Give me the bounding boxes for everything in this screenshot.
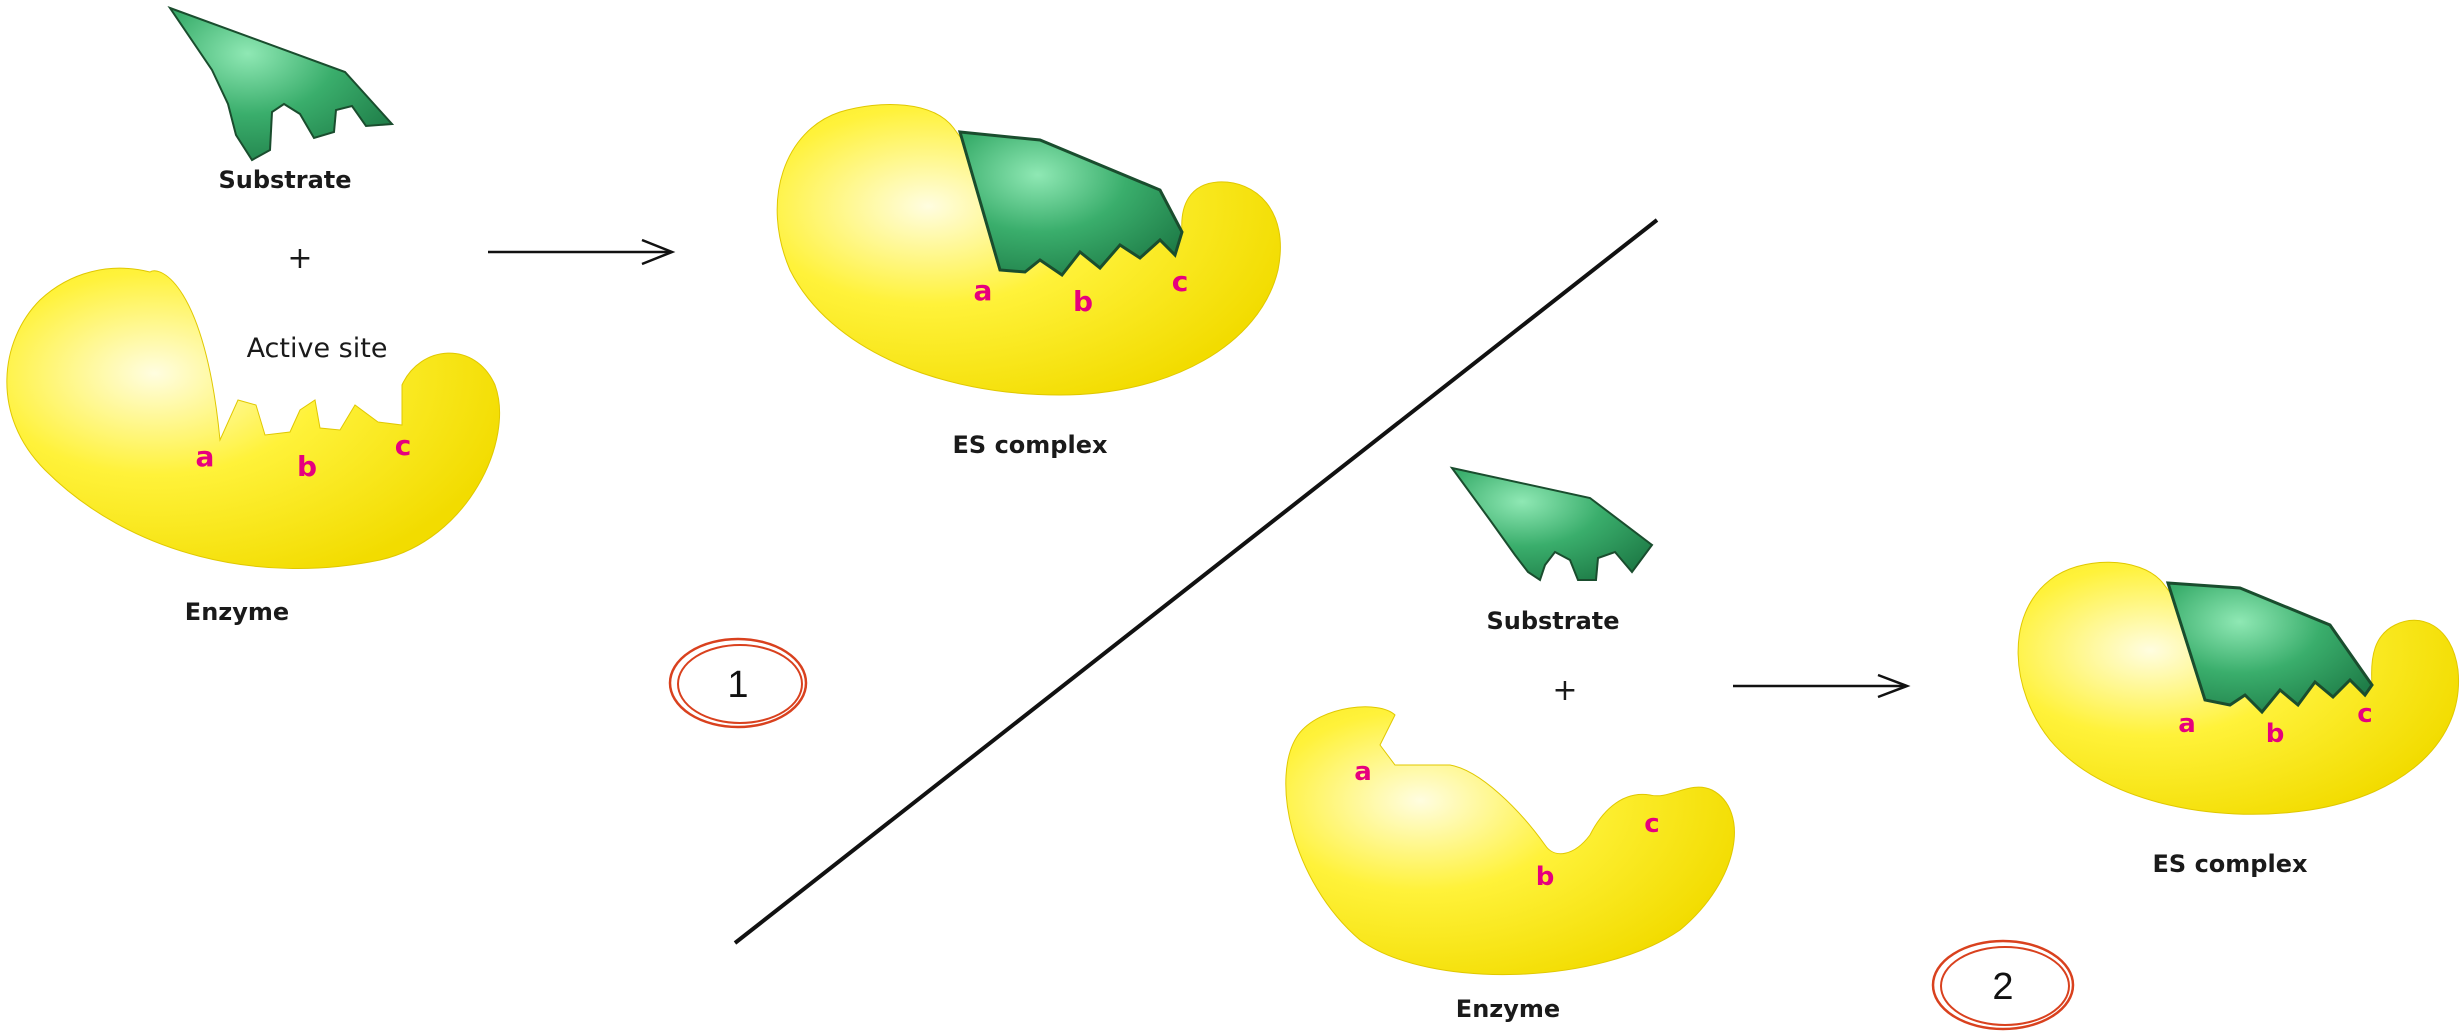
active-site-label: Active site: [247, 333, 388, 364]
enzyme-shape: [7, 268, 500, 568]
number-2-label: 2: [1992, 966, 2013, 1008]
complex-site-a-label: a: [974, 274, 993, 307]
site-a-label: a: [196, 440, 215, 473]
enzyme-shape: [1286, 707, 1735, 975]
plus-sign: +: [1552, 673, 1577, 708]
site-c-label: c: [395, 429, 412, 462]
enzyme-label: Enzyme: [1456, 995, 1560, 1023]
site-b-label: b: [1536, 862, 1555, 892]
substrate-shape: [170, 8, 392, 160]
complex-site-b-label: b: [2266, 719, 2285, 749]
panel-lock-and-key: Substrate + Active site a b c Enzyme a b…: [7, 8, 1281, 727]
es-complex-label: ES complex: [953, 431, 1108, 459]
reaction-arrow: [1733, 675, 1907, 697]
plus-sign: +: [287, 241, 312, 276]
site-a-label: a: [1354, 757, 1372, 787]
panel-number-2: 2: [1933, 941, 2073, 1029]
enzyme-label: Enzyme: [185, 598, 289, 626]
panel-induced-fit: Substrate + a b c Enzyme a b c ES comple…: [1286, 468, 2459, 1029]
number-1-label: 1: [727, 664, 748, 706]
complex-site-b-label: b: [1073, 285, 1093, 318]
site-c-label: c: [1644, 809, 1659, 839]
site-b-label: b: [297, 450, 317, 483]
panel-number-1: 1: [670, 639, 806, 727]
complex-site-c-label: c: [2357, 699, 2372, 729]
reaction-arrow: [488, 240, 672, 264]
es-complex-label: ES complex: [2153, 850, 2308, 878]
substrate-label: Substrate: [1486, 607, 1619, 635]
complex-site-c-label: c: [1172, 265, 1189, 298]
complex-site-a-label: a: [2178, 709, 2196, 739]
substrate-shape: [1452, 468, 1652, 580]
substrate-label: Substrate: [218, 166, 351, 194]
